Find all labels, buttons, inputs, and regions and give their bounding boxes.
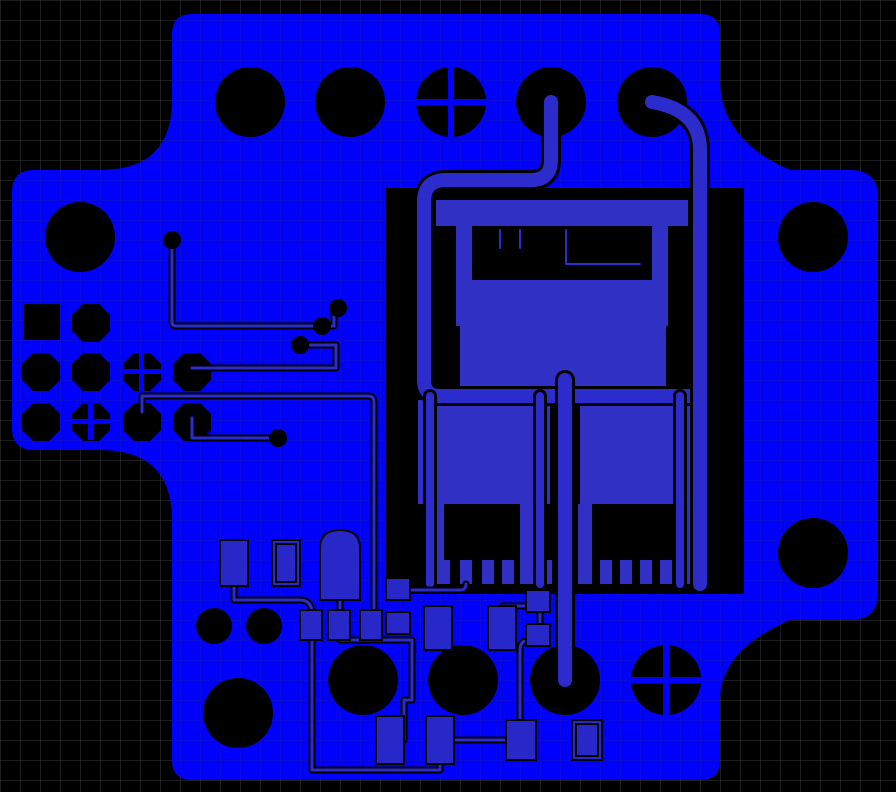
resistor-pad [525, 623, 551, 647]
via [269, 429, 287, 447]
ic-pad [327, 609, 351, 641]
power-traces [414, 92, 710, 690]
led-footprint [319, 528, 361, 601]
via [313, 317, 331, 335]
diode-pad [423, 605, 453, 651]
pin-octagon [173, 353, 211, 391]
pin-square [24, 304, 60, 340]
mount-hole [328, 645, 398, 715]
pad-round [246, 608, 282, 644]
thermal-relief-icon [416, 67, 486, 137]
pin-octagon [123, 403, 161, 441]
resistor-pad [525, 589, 551, 613]
mount-hole-bottom-left [203, 678, 273, 748]
thermal-relief-icon [631, 645, 701, 715]
ic-pad [299, 609, 323, 641]
pin-header [22, 304, 211, 441]
mount-hole [315, 67, 385, 137]
pin-octagon [22, 353, 60, 391]
capacitor-pad [219, 539, 249, 587]
mount-hole-left [45, 202, 115, 272]
resistor-pad [385, 577, 411, 601]
via [291, 336, 309, 354]
top-connector-holes [215, 67, 687, 137]
mount-hole-right-top [778, 202, 848, 272]
diode-pad [487, 605, 517, 651]
via [163, 231, 181, 249]
module-pads-top [438, 202, 688, 226]
pin-octagon [22, 403, 60, 441]
pin-octagon [72, 353, 110, 391]
resistor-pad [385, 611, 411, 635]
ic-pad [359, 609, 383, 641]
capacitor-pad [375, 715, 405, 765]
pad-round [196, 608, 232, 644]
capacitor-pad [425, 715, 455, 765]
vias [163, 231, 347, 447]
smd-components [219, 528, 603, 765]
pin-octagon [72, 304, 110, 342]
mount-hole [215, 67, 285, 137]
mount-hole [428, 645, 498, 715]
resistor-pad [505, 719, 537, 761]
mount-hole-right-bottom [778, 518, 848, 588]
via [329, 299, 347, 317]
